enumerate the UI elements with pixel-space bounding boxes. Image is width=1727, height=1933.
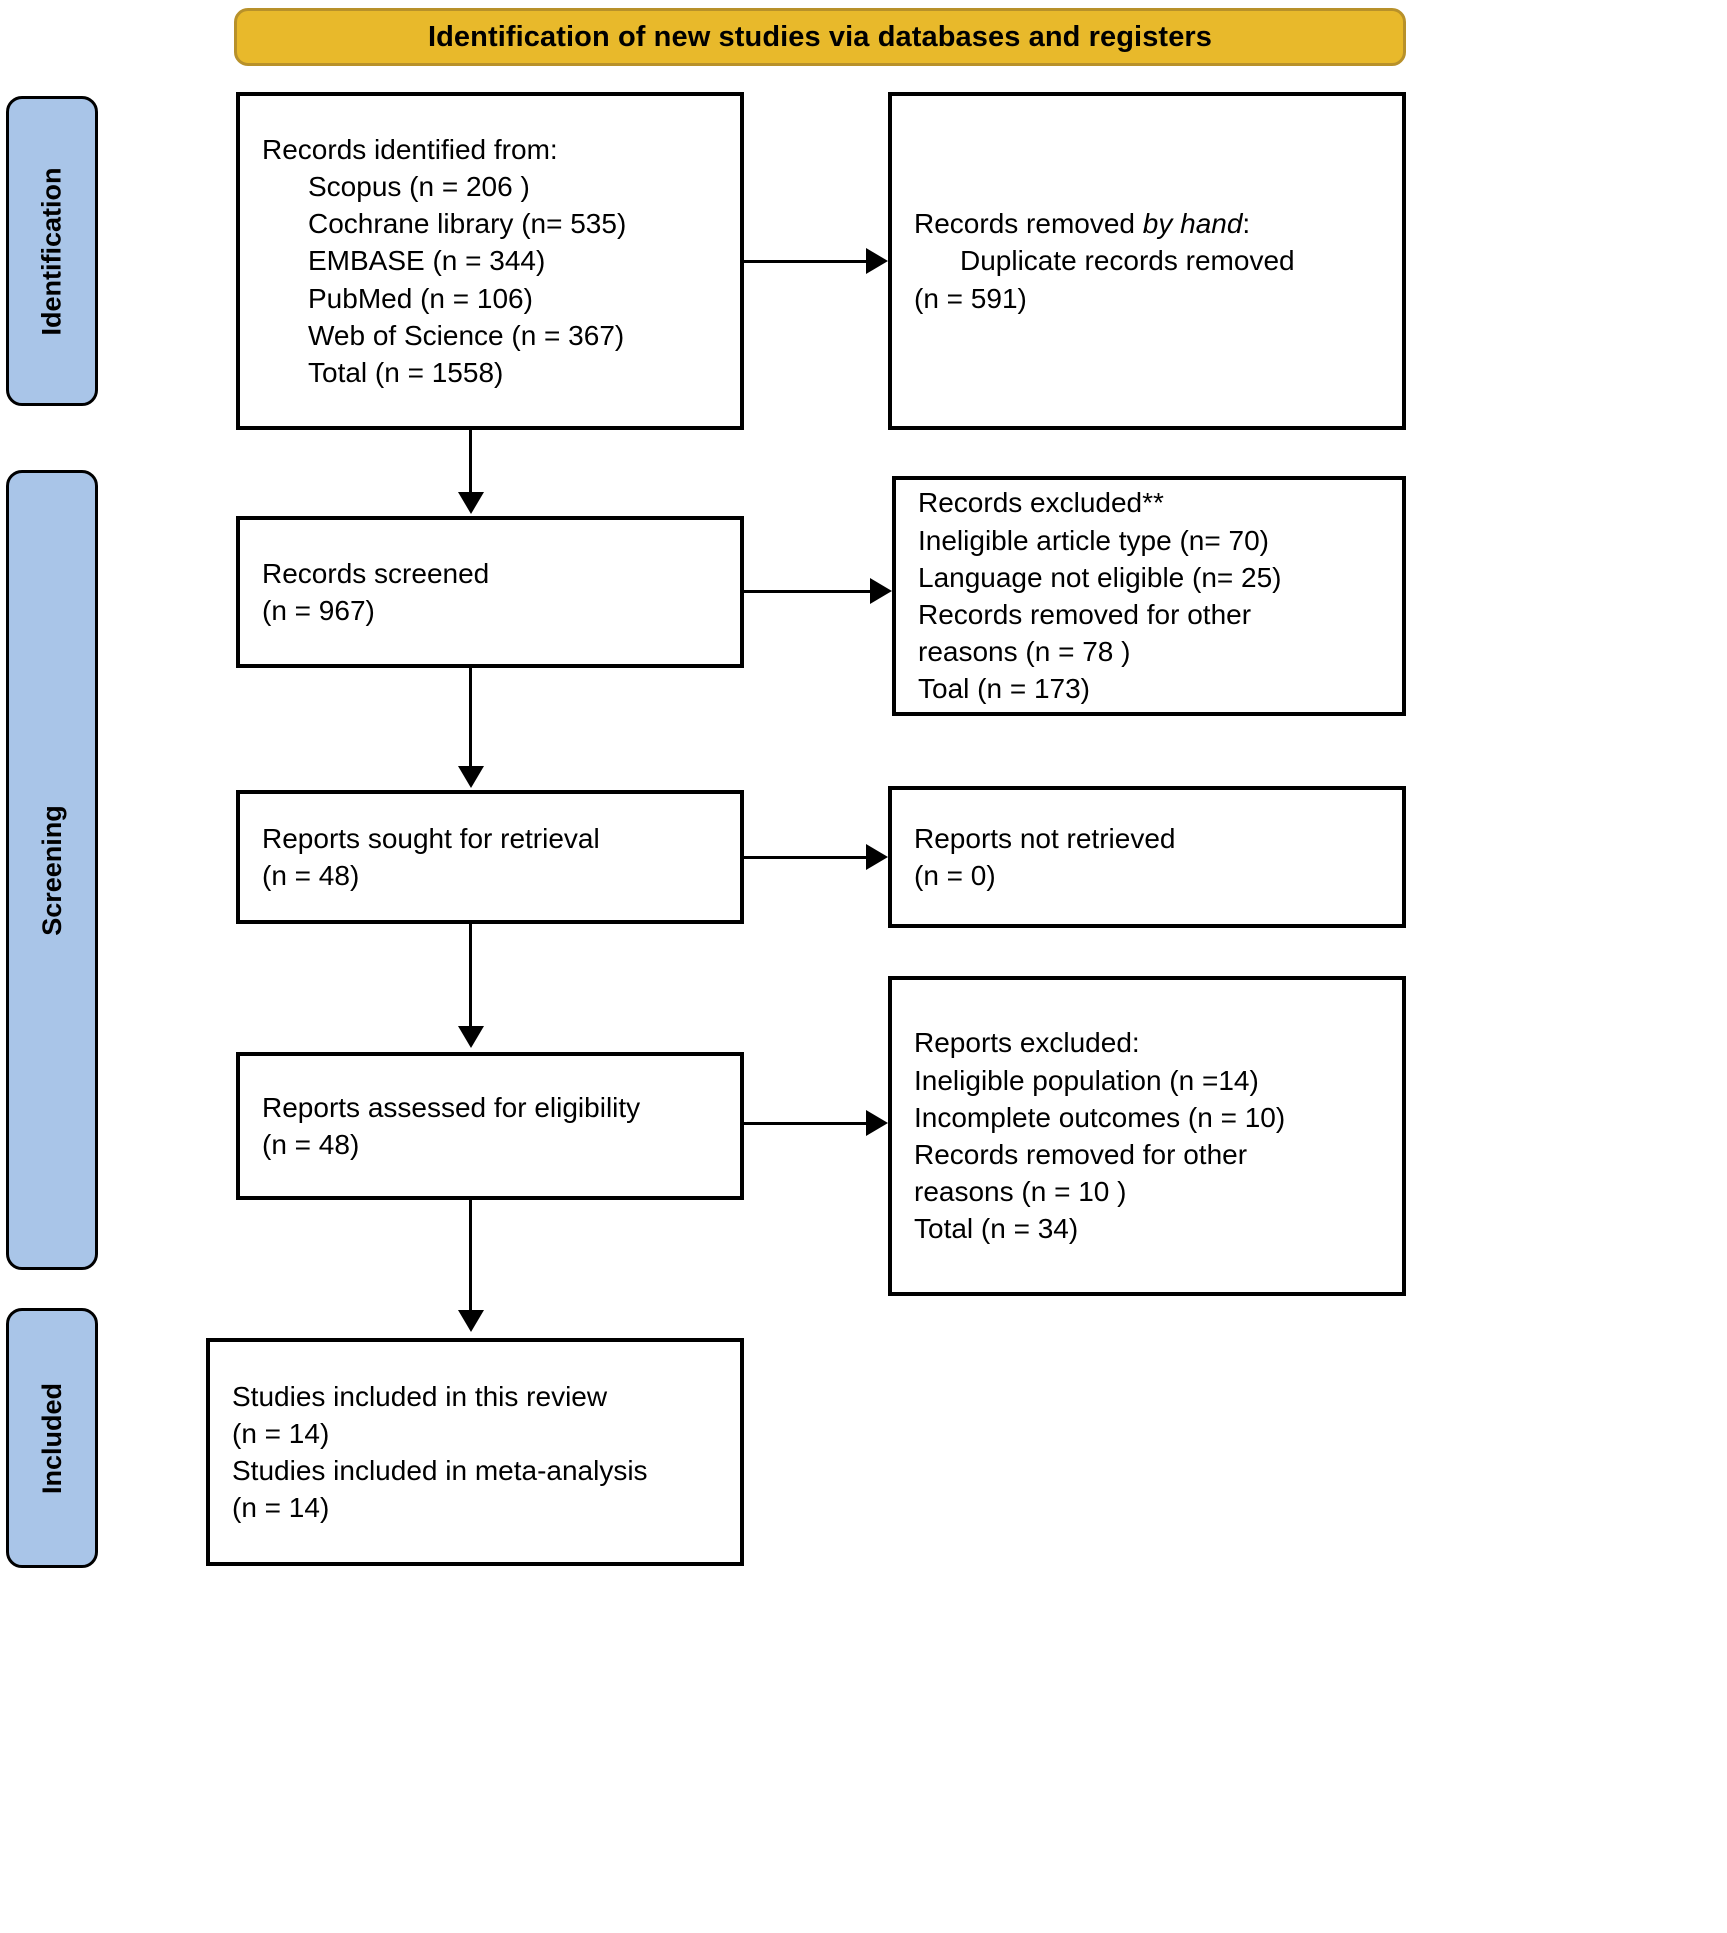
stage-label-included-text: Included: [36, 1382, 67, 1494]
connector-sought-to-notretrieved-line: [744, 856, 868, 859]
box-line: Records excluded**: [918, 487, 1164, 519]
connector-sought-to-assessed-line: [469, 924, 472, 1028]
box-studies-included: Studies included in this review (n = 14) S…: [206, 1338, 744, 1566]
box-line: EMBASE (n = 344): [308, 245, 546, 277]
box-reports-assessed: Reports assessed for eligibility (n = 48): [236, 1052, 744, 1200]
box-line: Reports assessed for eligibility: [262, 1091, 641, 1123]
box-line: reasons (n = 78 ): [918, 636, 1131, 668]
box-line: Records identified from:: [262, 133, 558, 165]
box-line: Reports sought for retrieval: [262, 822, 600, 854]
box-line: Ineligible article type (n= 70): [918, 524, 1269, 556]
box-line: (n = 0): [914, 860, 996, 891]
box-line: Studies included in meta-analysis: [232, 1455, 648, 1486]
box-line: Total (n = 1558): [308, 357, 504, 389]
box-reports-not-retrieved: Reports not retrieved (n = 0): [888, 786, 1406, 928]
diagram-title: Identification of new studies via databa…: [427, 20, 1213, 53]
emphasis-text: by hand: [1142, 208, 1243, 240]
stage-label-identification: Identification: [6, 96, 98, 406]
box-records-identified: Records identified from: Scopus (n = 206 …: [236, 92, 744, 430]
connector-screened-to-sought-arrowhead: [458, 766, 484, 788]
connector-assessed-to-included-line: [469, 1200, 472, 1312]
box-line: Cochrane library (n= 535): [308, 208, 627, 240]
box-line: Scopus (n = 206 ): [308, 170, 530, 202]
box-line: Ineligible population (n =14): [914, 1064, 1259, 1096]
stage-label-included: Included: [6, 1308, 98, 1568]
box-line: Records removed for other: [914, 1139, 1248, 1170]
box-line: (n = 14): [232, 1492, 330, 1524]
connector-identified-to-screened-line: [469, 430, 472, 494]
box-records-excluded: Records excluded** Ineligible article typ…: [892, 476, 1406, 716]
box-line: Reports not retrieved: [914, 822, 1176, 854]
connector-sought-to-notretrieved-arrowhead: [866, 844, 888, 870]
connector-screened-to-excluded-line: [744, 590, 872, 593]
box-line: Toal (n = 173): [918, 673, 1090, 705]
box-line: PubMed (n = 106): [308, 282, 533, 314]
diagram-title-banner: Identification of new studies via databa…: [234, 8, 1406, 66]
box-line: reasons (n = 10 ): [914, 1176, 1127, 1208]
box-line: Records removed by hand:: [914, 208, 1251, 240]
box-line: Total (n = 34): [914, 1213, 1079, 1245]
box-line: (n = 967): [262, 595, 375, 626]
box-line: Records removed for other: [918, 599, 1252, 630]
box-line: (n = 14): [232, 1417, 330, 1449]
box-line: Reports excluded:: [914, 1027, 1140, 1059]
stage-label-screening-text: Screening: [36, 804, 67, 936]
box-line: Incomplete outcomes (n = 10): [914, 1101, 1286, 1133]
box-line: (n = 591): [914, 282, 1027, 314]
connector-assessed-to-excluded-line: [744, 1122, 868, 1125]
connector-sought-to-assessed-arrowhead: [458, 1026, 484, 1048]
connector-assessed-to-included-arrowhead: [458, 1310, 484, 1332]
connector-screened-to-excluded-arrowhead: [870, 578, 892, 604]
connector-identified-to-removed-line: [744, 260, 868, 263]
box-line: Web of Science (n = 367): [308, 319, 625, 351]
box-records-removed: Records removed by hand: Duplicate record…: [888, 92, 1406, 430]
box-line: Language not eligible (n= 25): [918, 561, 1282, 593]
box-reports-sought: Reports sought for retrieval (n = 48): [236, 790, 744, 924]
stage-label-identification-text: Identification: [36, 167, 67, 335]
box-line: (n = 48): [262, 860, 360, 891]
stage-label-screening: Screening: [6, 470, 98, 1270]
box-line: (n = 48): [262, 1129, 360, 1160]
box-line: Records screened: [262, 557, 490, 589]
box-reports-excluded: Reports excluded: Ineligible population (…: [888, 976, 1406, 1296]
box-records-screened: Records screened (n = 967): [236, 516, 744, 668]
connector-identified-to-removed-arrowhead: [866, 248, 888, 274]
connector-identified-to-screened-arrowhead: [458, 492, 484, 514]
box-line: Duplicate records removed: [960, 245, 1295, 277]
connector-screened-to-sought-line: [469, 668, 472, 768]
box-line: Studies included in this review: [232, 1380, 608, 1412]
connector-assessed-to-excluded-arrowhead: [866, 1110, 888, 1136]
